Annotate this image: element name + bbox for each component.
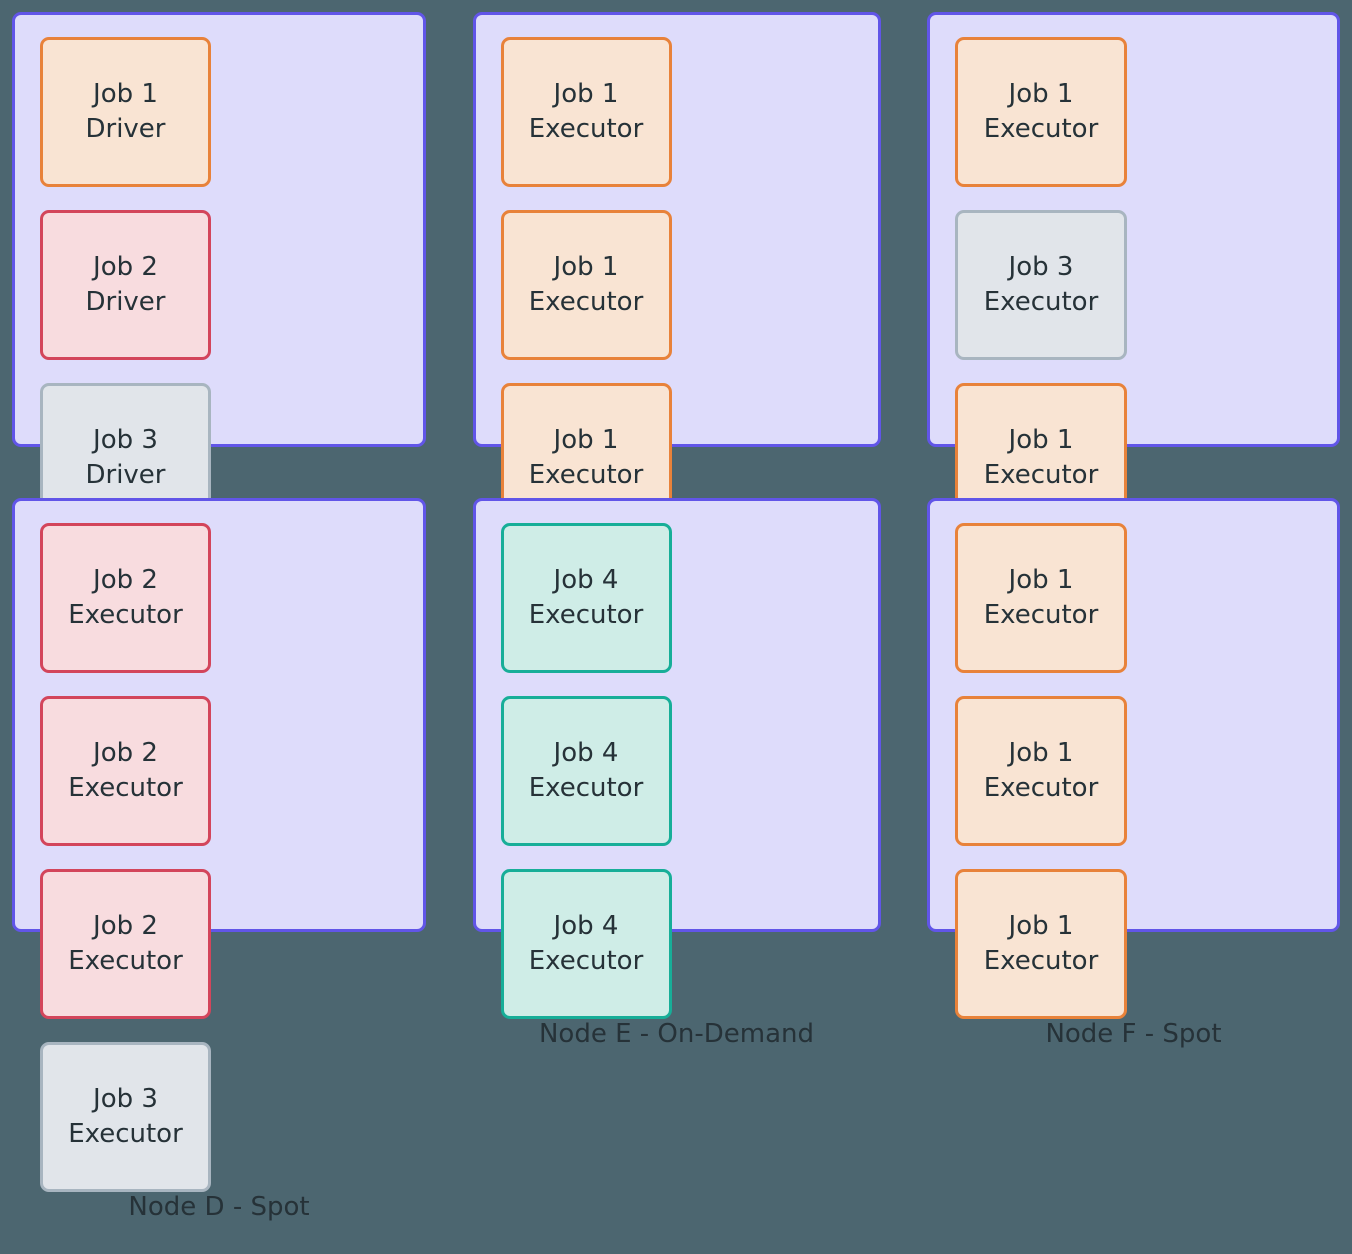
job-card[interactable]: Job 1 Executor [955, 37, 1127, 187]
job-card[interactable]: Job 2 Driver [40, 210, 211, 360]
node-label: Node E - On-Demand [538, 1019, 815, 1049]
job-card[interactable]: Job 3 Executor [40, 1042, 211, 1192]
job-card[interactable]: Job 1 Executor [955, 696, 1127, 846]
job-card[interactable]: Job 4 Executor [500, 523, 672, 673]
job-card-job-label: Job 1 [553, 424, 619, 455]
job-card[interactable]: Job 4 Executor [500, 869, 672, 1019]
job-card-job-label: Job 3 [93, 424, 158, 455]
job-card-job-label: Job 2 [93, 737, 158, 768]
job-card-role-label: Executor [528, 460, 644, 490]
job-card-role-label: Executor [983, 287, 1099, 317]
job-card-job-label: Job 1 [1008, 910, 1074, 941]
job-card-role-label: Executor [68, 1119, 183, 1149]
job-card-role-label: Executor [983, 946, 1099, 976]
job-card-role-label: Executor [983, 600, 1099, 630]
job-card-job-label: Job 2 [93, 910, 158, 941]
job-card-job-label: Job 4 [553, 910, 619, 941]
job-card-role-label: Executor [528, 114, 644, 144]
job-card-job-label: Job 2 [93, 564, 158, 595]
job-card[interactable]: Job 2 Executor [40, 523, 211, 673]
job-card-job-label: Job 1 [553, 78, 619, 109]
job-card-job-label: Job 1 [1008, 424, 1074, 455]
job-card-job-label: Job 1 [1008, 78, 1074, 109]
job-card-role-label: Executor [528, 946, 644, 976]
job-card-job-label: Job 4 [553, 564, 619, 595]
job-card-role-label: Executor [528, 287, 644, 317]
job-card-job-label: Job 3 [93, 1083, 158, 1114]
job-card[interactable]: Job 4 Executor [500, 696, 672, 846]
job-card-role-label: Executor [983, 114, 1099, 144]
node-label: Node F - Spot [1045, 1019, 1222, 1049]
job-card-role-label: Executor [68, 773, 183, 803]
job-card-role-label: Executor [68, 600, 183, 630]
job-card[interactable]: Job 1 Executor [955, 869, 1127, 1019]
job-card-role-label: Driver [85, 114, 166, 144]
job-card-role-label: Executor [983, 773, 1099, 803]
job-card-job-label: Job 1 [93, 78, 158, 109]
job-card-job-label: Job 1 [1008, 564, 1074, 595]
job-card-job-label: Job 1 [553, 251, 619, 282]
job-card-job-label: Job 2 [93, 251, 158, 282]
job-card-job-label: Job 1 [1008, 737, 1074, 768]
job-card[interactable]: Job 1 Driver [40, 37, 211, 187]
job-card[interactable]: Job 3 Executor [955, 210, 1127, 360]
job-card-role-label: Executor [528, 600, 644, 630]
node-label: Node D - Spot [128, 1192, 310, 1222]
job-card-role-label: Executor [68, 946, 183, 976]
job-card[interactable]: Job 2 Executor [40, 869, 211, 1019]
job-card[interactable]: Job 1 Executor [500, 37, 672, 187]
job-card-role-label: Driver [85, 460, 166, 490]
job-card-role-label: Driver [85, 287, 166, 317]
job-card[interactable]: Job 1 Executor [955, 523, 1127, 673]
job-card-job-label: Job 4 [553, 737, 619, 768]
job-card[interactable]: Job 2 Executor [40, 696, 211, 846]
job-card[interactable]: Job 1 Executor [500, 210, 672, 360]
job-card-role-label: Executor [528, 773, 644, 803]
job-card-role-label: Executor [983, 460, 1099, 490]
job-card-job-label: Job 3 [1008, 251, 1074, 282]
